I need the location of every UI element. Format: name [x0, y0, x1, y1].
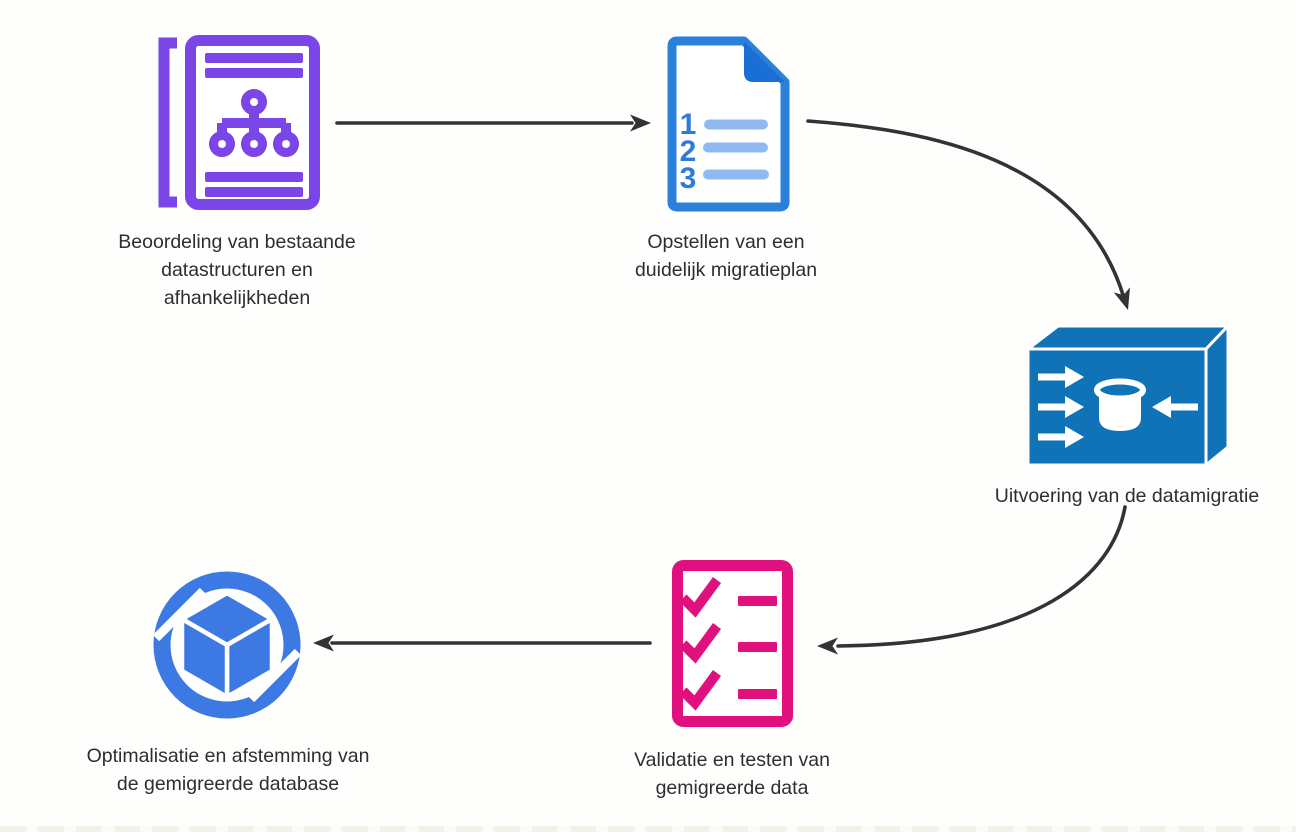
label-line: Uitvoering van de datamigratie [994, 485, 1260, 507]
incoming-left-arrow [1152, 396, 1198, 418]
label-line: gemigreerde data [655, 777, 809, 799]
step-plan-label: Opstellen van een duidelijk migratieplan [546, 228, 906, 284]
box-right-face [1204, 324, 1230, 467]
ring-slit [152, 587, 207, 642]
label-line: Opstellen van een [647, 231, 805, 253]
step-plan: 1 2 3 Opstellen van een duidelijk migrat… [546, 30, 906, 284]
step-execution: Uitvoering van de datamigratie [947, 320, 1296, 510]
box-top-face [1026, 324, 1230, 351]
label-line: Beoordeling van bestaande [118, 231, 356, 253]
checkmark-icon [678, 670, 721, 711]
document-hierarchy-icon [158, 35, 320, 210]
label-line: duidelijk migratieplan [634, 259, 818, 281]
page-bottom-edge [0, 826, 1296, 832]
document-text-bars-top [204, 53, 303, 78]
step-optimization: Optimalisatie en afstemming van de gemig… [48, 565, 408, 798]
data-migration-box-icon [1026, 324, 1230, 467]
cube-ring-icon [152, 571, 302, 719]
checklist-icon [671, 560, 793, 727]
list-number: 1 [679, 108, 696, 141]
ring-shape [153, 571, 301, 719]
label-line: Validatie en testen van [634, 749, 830, 771]
checkmark-icon [678, 623, 721, 664]
step-assessment: Beoordeling van bestaande datastructuren… [57, 32, 417, 312]
arrowhead-icon [1113, 287, 1130, 310]
numbered-plan-document-icon: 1 2 3 [667, 36, 789, 212]
label-line: Optimalisatie en afstemming van [86, 745, 370, 767]
hierarchy-tree [208, 89, 299, 157]
checkmark-icon [678, 577, 721, 618]
database-cylinder [1094, 378, 1146, 431]
ring-slit [247, 648, 302, 703]
label-line: datastructuren en [161, 259, 313, 281]
bracket-shape [158, 37, 177, 208]
folded-corner [743, 41, 785, 82]
checklist-items [678, 577, 777, 711]
label-line: de gemigreerde database [116, 773, 340, 795]
step-optimization-label: Optimalisatie en afstemming van de gemig… [48, 742, 408, 798]
step-validation-label: Validatie en testen van gemigreerde data [552, 746, 912, 802]
document-text-bars-bottom [204, 172, 303, 197]
list-number: 2 [679, 135, 696, 168]
numbered-list: 1 2 3 [679, 108, 769, 195]
list-number: 3 [679, 162, 696, 195]
step-execution-label: Uitvoering van de datamigratie [947, 482, 1296, 510]
inbound-arrows [1038, 366, 1084, 448]
step-assessment-label: Beoordeling van bestaande datastructuren… [57, 228, 417, 312]
label-line: afhankelijkheden [163, 287, 311, 309]
isometric-cube [179, 590, 275, 700]
step-validation: Validatie en testen van gemigreerde data [552, 553, 912, 802]
